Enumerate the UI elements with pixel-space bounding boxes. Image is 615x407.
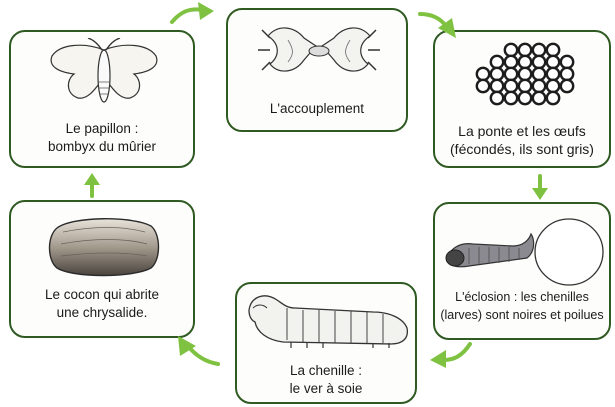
egg: [517, 66, 533, 82]
arrow-papillon-to-accouplement: [170, 2, 214, 24]
mating-moths-icon: [258, 27, 380, 72]
egg: [489, 90, 505, 106]
arrow-ponte-to-eclosion: [532, 174, 548, 200]
egg: [503, 90, 519, 106]
egg: [517, 78, 533, 94]
egg: [545, 42, 561, 58]
stage-box-papillon: Le papillon : bombyx du mûrier: [9, 30, 195, 168]
eggs-icon: [475, 42, 575, 106]
stage-box-cocon: Le cocon qui abrite une chrysalide.: [9, 200, 195, 338]
egg: [517, 54, 533, 70]
stage-text: une chrysalide.: [56, 305, 148, 320]
cocoon-icon: [48, 218, 160, 277]
stage-box-chenille: La chenille : le ver à soie: [235, 282, 417, 404]
caterpillar-icon: [248, 295, 409, 348]
egg: [489, 78, 505, 94]
stage-text: La chenille :: [289, 363, 363, 378]
egg: [545, 54, 561, 70]
larva-icon: [445, 218, 604, 286]
egg: [517, 90, 533, 106]
stage-text: bombyx du mûrier: [47, 139, 157, 154]
egg: [503, 54, 519, 70]
egg: [517, 42, 533, 58]
egg: [531, 42, 547, 58]
egg: [475, 78, 491, 94]
stage-label-accouplement: L'accouplement: [228, 100, 406, 118]
stage-label-ponte: La ponte et les œufs (fécondés, ils sont…: [435, 122, 609, 158]
stage-text: Le papillon :: [65, 121, 139, 136]
stage-label-eclosion: L'éclosion : les chenilles (larves) sont…: [435, 288, 609, 324]
egg: [559, 54, 575, 70]
egg: [503, 42, 519, 58]
stage-box-eclosion: L'éclosion : les chenilles (larves) sont…: [433, 202, 611, 340]
stage-text: La ponte et les œufs: [458, 123, 586, 139]
egg: [489, 66, 505, 82]
stage-text: (fécondés, ils sont gris): [450, 141, 594, 157]
egg: [489, 54, 505, 70]
egg: [531, 78, 547, 94]
stage-box-ponte: La ponte et les œufs (fécondés, ils sont…: [433, 30, 611, 168]
stage-label-papillon: Le papillon : bombyx du mûrier: [11, 120, 193, 156]
stage-text: L'accouplement: [269, 101, 365, 116]
egg: [475, 66, 491, 82]
stage-text: le ver à soie: [289, 381, 363, 396]
egg: [559, 66, 575, 82]
egg: [531, 66, 547, 82]
egg: [503, 78, 519, 94]
arrow-accouplement-to-ponte: [418, 12, 456, 38]
stage-text: L'éclosion : les chenilles: [455, 290, 589, 304]
egg: [531, 54, 547, 70]
stage-text: Le cocon qui abrite: [44, 287, 160, 302]
stage-text: (larves) sont noires et poilues: [440, 308, 604, 322]
arrow-eclosion-to-chenille: [430, 342, 472, 368]
stage-label-cocon: Le cocon qui abrite une chrysalide.: [11, 286, 193, 322]
egg: [545, 66, 561, 82]
arrow-cocon-to-papillon: [84, 173, 100, 198]
egg: [503, 66, 519, 82]
arrow-chenille-to-cocon: [178, 336, 220, 366]
stage-label-chenille: La chenille : le ver à soie: [237, 362, 415, 398]
egg: [559, 78, 575, 94]
egg: [545, 78, 561, 94]
moth-icon: [50, 38, 158, 103]
egg: [531, 90, 547, 106]
stage-box-accouplement: L'accouplement: [226, 8, 408, 132]
egg: [545, 90, 561, 106]
